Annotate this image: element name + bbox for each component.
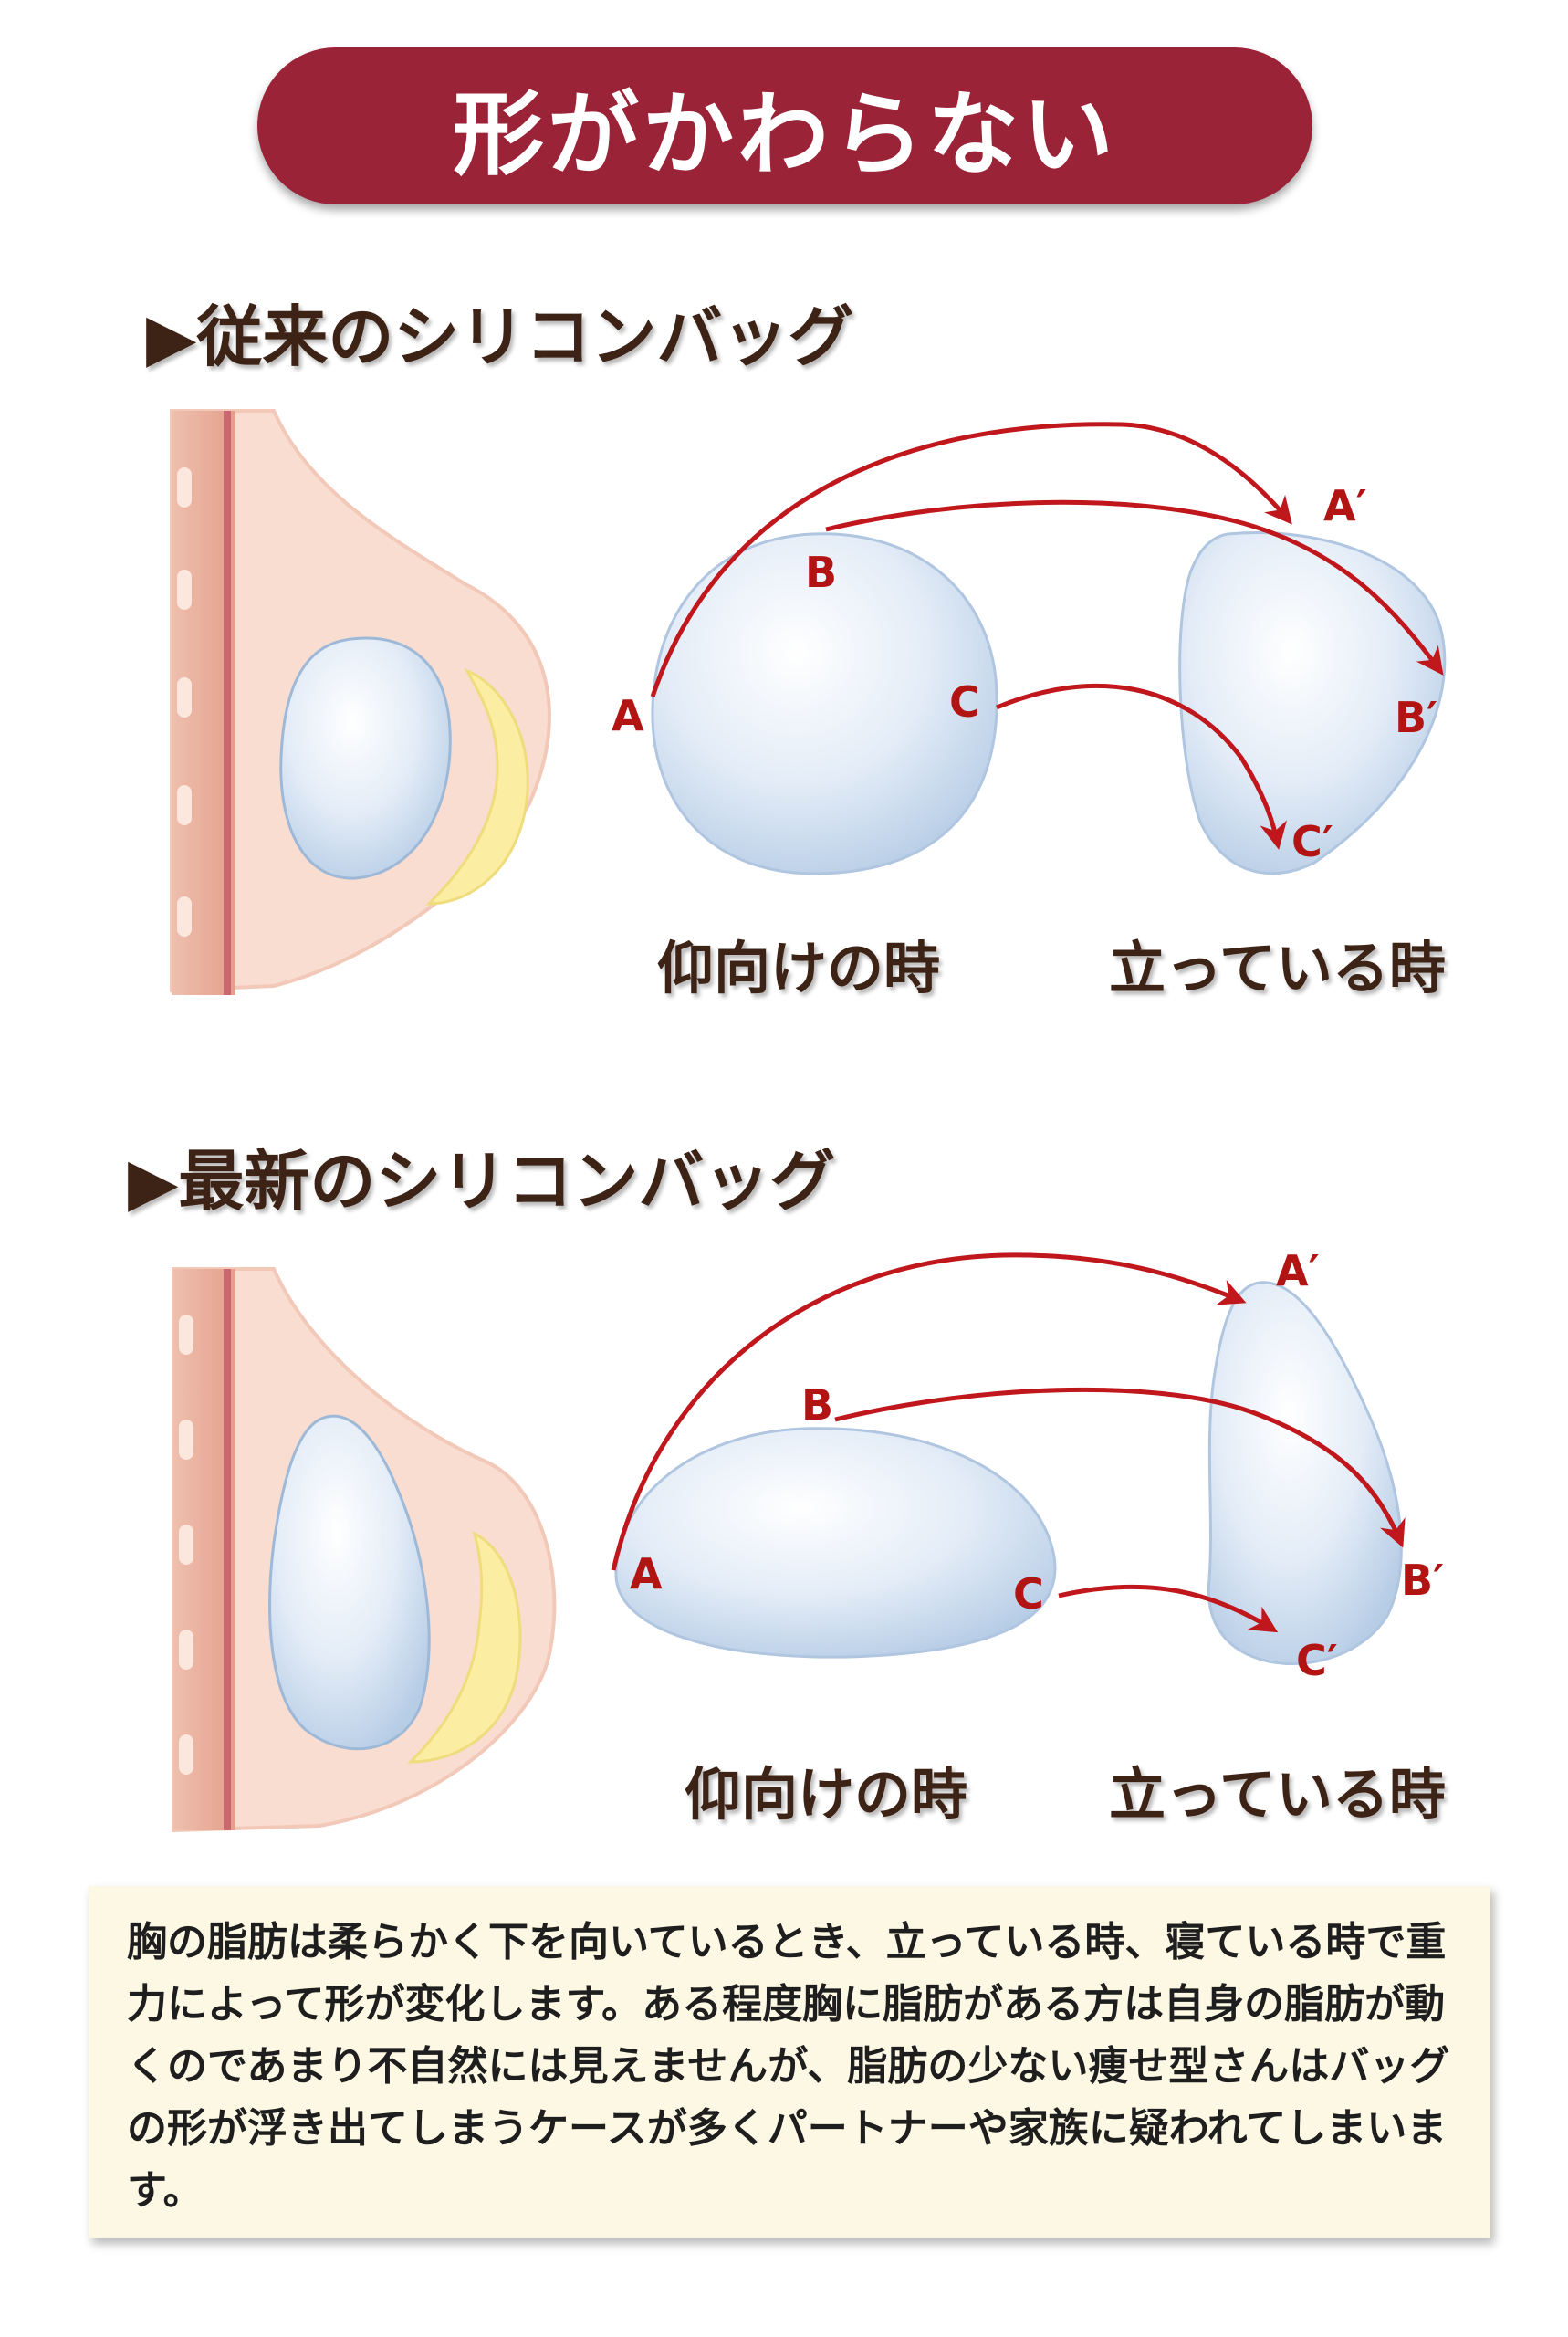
point-label-a: A (612, 691, 644, 740)
breast-cross-section (170, 409, 551, 995)
section-heading-conventional: ▶従来のシリコンバッグ (146, 299, 854, 375)
point-label-a: A (630, 1549, 663, 1598)
section-heading-latest: ▶最新のシリコンバッグ (128, 1143, 836, 1220)
label-standing-latest: 立っている時 (1109, 1761, 1446, 1828)
description-box: 胸の脂肪は柔らかく下を向いているとき、立っている時、寝ている時で重力によって形が… (89, 1886, 1490, 2238)
arrow-c-to-c2 (1058, 1584, 1279, 1633)
rib-line (224, 411, 231, 995)
point-label-a2: A′ (1276, 1246, 1320, 1295)
fat-layer (425, 668, 529, 906)
implant-standing (1207, 1281, 1403, 1666)
implant-icon (268, 1414, 431, 1751)
page-title-text: 形がかわらない (453, 80, 1117, 188)
point-label-c2: C′ (1296, 1636, 1338, 1685)
point-label-c: C (1013, 1569, 1044, 1619)
point-label-c2: C′ (1291, 817, 1333, 866)
implant-supine (614, 1427, 1057, 1659)
label-supine-conventional: 仰向けの時 (657, 935, 941, 1001)
arrow-b-to-b2 (825, 499, 1444, 676)
arrow-a-to-a2 (650, 422, 1292, 697)
page-title: 形がかわらない (257, 47, 1312, 204)
label-supine-latest: 仰向けの時 (685, 1761, 968, 1828)
implant-standing (1178, 531, 1447, 875)
breast-cross-section (172, 1267, 557, 1833)
arrow-c-to-c2 (996, 683, 1287, 850)
rib-marks (177, 467, 192, 937)
point-label-b2: B′ (1401, 1556, 1444, 1605)
point-label-a2: A′ (1323, 481, 1367, 530)
implant-supine (651, 532, 998, 875)
point-label-c: C (949, 677, 980, 727)
rib-marks (179, 1315, 193, 1775)
rib-line (224, 1269, 231, 1830)
description-text: 胸の脂肪は柔らかく下を向いているとき、立っている時、寝ている時で重力によって形が… (127, 1919, 1450, 2214)
point-label-b: B (805, 548, 837, 597)
arrow-a-to-a2 (611, 1252, 1247, 1571)
point-label-b: B (801, 1380, 833, 1430)
diagram-conventional: A B C A′ B′ C′ (170, 409, 1447, 995)
label-standing-conventional: 立っている時 (1109, 935, 1446, 1001)
arrow-b-to-b2 (834, 1387, 1406, 1548)
fat-layer (407, 1531, 522, 1764)
diagram-latest: A B C A′ B′ C′ (172, 1246, 1444, 1833)
implant-icon (279, 636, 452, 880)
point-label-b2: B′ (1395, 693, 1437, 742)
